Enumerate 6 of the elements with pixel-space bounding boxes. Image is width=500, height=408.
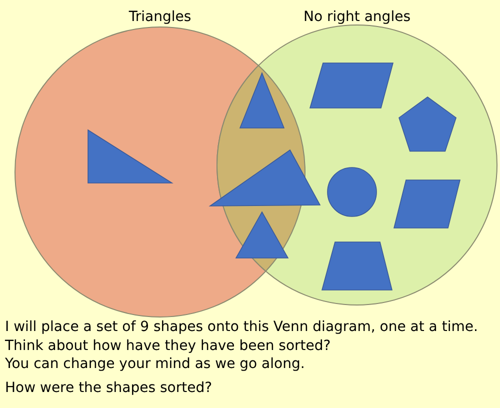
set-label: Triangles (128, 8, 192, 26)
question-text: How were the shapes sorted? (5, 380, 212, 397)
instruction-text: You can change your mind as we go along. (5, 356, 305, 373)
instruction-text: I will place a set of 9 shapes onto this Venn diagram, one at a time. (5, 319, 478, 336)
set-label: No right angles (304, 8, 410, 26)
instruction-text: Think about how have they have been sorted? (5, 338, 331, 355)
